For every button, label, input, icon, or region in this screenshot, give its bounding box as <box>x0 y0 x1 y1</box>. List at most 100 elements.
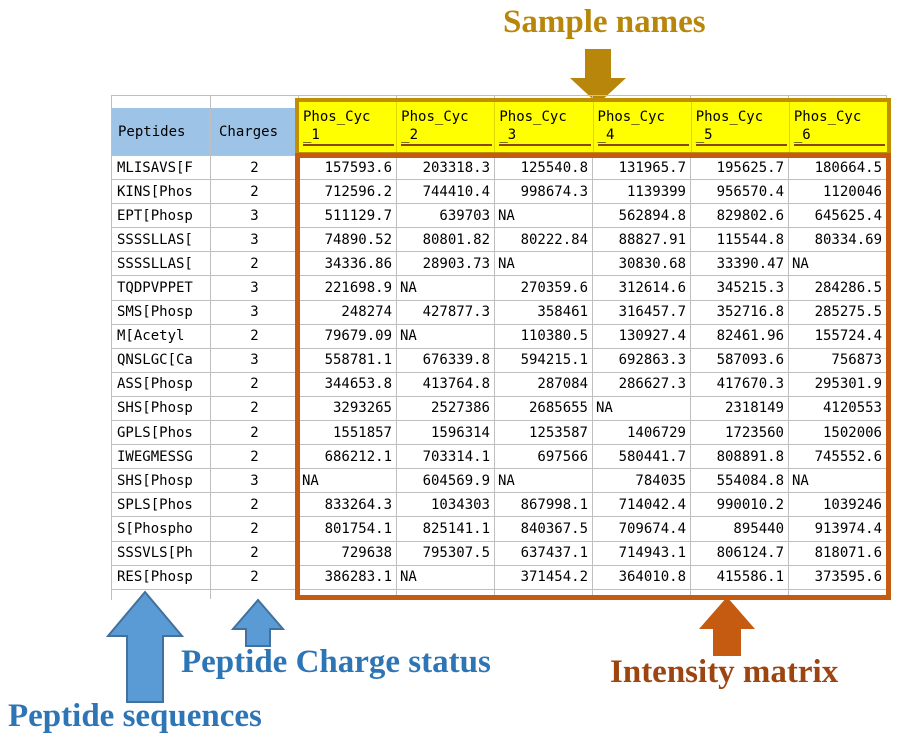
sample-header-cell[interactable]: Phos_Cyc_6 <box>790 102 887 152</box>
charge-cell[interactable]: 2 <box>211 493 299 518</box>
charge-cell[interactable]: 2 <box>211 517 299 542</box>
peptide-cell[interactable]: M[Acetyl <box>112 324 211 349</box>
intensity-cell[interactable]: 373595.6 <box>789 565 887 590</box>
intensity-cell[interactable]: 80222.84 <box>495 228 593 253</box>
peptide-cell[interactable]: IWEGMESSG <box>112 445 211 470</box>
intensity-cell[interactable]: 295301.9 <box>789 372 887 397</box>
charge-cell[interactable]: 2 <box>211 180 299 205</box>
charges-column-header[interactable]: Charges <box>211 108 299 156</box>
intensity-cell[interactable]: 587093.6 <box>691 348 789 373</box>
peptide-cell[interactable]: TQDPVPPET <box>112 276 211 301</box>
intensity-cell[interactable]: 645625.4 <box>789 204 887 229</box>
intensity-cell[interactable]: 358461 <box>495 300 593 325</box>
intensity-cell[interactable]: NA <box>495 469 593 494</box>
intensity-cell[interactable]: NA <box>593 396 691 422</box>
intensity-cell[interactable]: 712596.2 <box>299 180 397 205</box>
peptide-cell[interactable]: SHS[Phosp <box>112 396 211 422</box>
intensity-cell[interactable]: 840367.5 <box>495 517 593 542</box>
peptide-cell[interactable]: ASS[Phosp <box>112 372 211 397</box>
intensity-cell[interactable]: 801754.1 <box>299 517 397 542</box>
intensity-cell[interactable]: 125540.8 <box>495 156 593 181</box>
peptide-cell[interactable]: RES[Phosp <box>112 565 211 590</box>
intensity-cell[interactable]: 248274 <box>299 300 397 325</box>
intensity-cell[interactable]: 637437.1 <box>495 541 593 566</box>
charge-cell[interactable]: 2 <box>211 565 299 590</box>
intensity-cell[interactable]: 286627.3 <box>593 372 691 397</box>
intensity-cell[interactable]: 1253587 <box>495 421 593 446</box>
intensity-cell[interactable]: 284286.5 <box>789 276 887 301</box>
peptide-cell[interactable]: EPT[Phosp <box>112 204 211 229</box>
intensity-cell[interactable]: 352716.8 <box>691 300 789 325</box>
charge-cell[interactable]: 3 <box>211 276 299 301</box>
intensity-cell[interactable]: 82461.96 <box>691 324 789 349</box>
intensity-cell[interactable]: 806124.7 <box>691 541 789 566</box>
intensity-cell[interactable]: 131965.7 <box>593 156 691 181</box>
intensity-cell[interactable]: 744410.4 <box>397 180 495 205</box>
intensity-cell[interactable]: 33390.47 <box>691 252 789 277</box>
sample-header-cell[interactable]: Phos_Cyc_5 <box>692 102 790 152</box>
intensity-cell[interactable]: 221698.9 <box>299 276 397 301</box>
intensity-cell[interactable]: 110380.5 <box>495 324 593 349</box>
peptide-cell[interactable]: MLISAVS[F <box>112 156 211 181</box>
intensity-cell[interactable]: 511129.7 <box>299 204 397 229</box>
charge-cell[interactable]: 3 <box>211 204 299 229</box>
charge-cell[interactable]: 2 <box>211 445 299 470</box>
intensity-cell[interactable]: 285275.5 <box>789 300 887 325</box>
intensity-cell[interactable]: NA <box>397 565 495 590</box>
intensity-cell[interactable]: 604569.9 <box>397 469 495 494</box>
intensity-cell[interactable]: NA <box>495 252 593 277</box>
intensity-cell[interactable]: 714042.4 <box>593 493 691 518</box>
intensity-cell[interactable]: 697566 <box>495 445 593 470</box>
sample-header-cell[interactable]: Phos_Cyc_1 <box>299 102 398 152</box>
intensity-cell[interactable]: 829802.6 <box>691 204 789 229</box>
charge-cell[interactable]: 3 <box>211 348 299 373</box>
intensity-cell[interactable]: NA <box>495 204 593 229</box>
intensity-cell[interactable]: 180664.5 <box>789 156 887 181</box>
intensity-cell[interactable]: 270359.6 <box>495 276 593 301</box>
charge-cell[interactable]: 2 <box>211 396 299 422</box>
intensity-cell[interactable]: NA <box>789 252 887 277</box>
intensity-cell[interactable]: 686212.1 <box>299 445 397 470</box>
intensity-cell[interactable]: NA <box>299 469 397 494</box>
charge-cell[interactable]: 3 <box>211 228 299 253</box>
peptide-cell[interactable]: SSSSLLAS[ <box>112 228 211 253</box>
peptide-cell[interactable]: S[Phospho <box>112 517 211 542</box>
intensity-cell[interactable]: 714943.1 <box>593 541 691 566</box>
intensity-cell[interactable]: 554084.8 <box>691 469 789 494</box>
intensity-cell[interactable]: 639703 <box>397 204 495 229</box>
charge-cell[interactable]: 3 <box>211 469 299 494</box>
intensity-cell[interactable]: 692863.3 <box>593 348 691 373</box>
intensity-cell[interactable]: 990010.2 <box>691 493 789 518</box>
intensity-cell[interactable]: 80334.69 <box>789 228 887 253</box>
intensity-cell[interactable]: 833264.3 <box>299 493 397 518</box>
intensity-cell[interactable]: 115544.8 <box>691 228 789 253</box>
intensity-cell[interactable]: 1502006 <box>789 421 887 446</box>
intensity-cell[interactable]: 203318.3 <box>397 156 495 181</box>
peptide-cell[interactable]: SSSSLLAS[ <box>112 252 211 277</box>
intensity-cell[interactable]: 155724.4 <box>789 324 887 349</box>
peptide-cell[interactable]: SSSVLS[Ph <box>112 541 211 566</box>
intensity-cell[interactable]: 756873 <box>789 348 887 373</box>
intensity-cell[interactable]: 30830.68 <box>593 252 691 277</box>
intensity-cell[interactable]: 312614.6 <box>593 276 691 301</box>
intensity-cell[interactable]: 371454.2 <box>495 565 593 590</box>
intensity-cell[interactable]: 729638 <box>299 541 397 566</box>
intensity-cell[interactable]: 998674.3 <box>495 180 593 205</box>
charge-cell[interactable]: 2 <box>211 372 299 397</box>
peptide-cell[interactable]: SPLS[Phos <box>112 493 211 518</box>
intensity-cell[interactable]: 895440 <box>691 517 789 542</box>
charge-cell[interactable]: 2 <box>211 324 299 349</box>
intensity-cell[interactable]: 88827.91 <box>593 228 691 253</box>
intensity-cell[interactable]: 34336.86 <box>299 252 397 277</box>
charge-cell[interactable]: 2 <box>211 252 299 277</box>
intensity-cell[interactable]: 344653.8 <box>299 372 397 397</box>
intensity-cell[interactable]: 558781.1 <box>299 348 397 373</box>
intensity-cell[interactable]: 74890.52 <box>299 228 397 253</box>
intensity-cell[interactable]: 818071.6 <box>789 541 887 566</box>
intensity-cell[interactable]: NA <box>397 276 495 301</box>
intensity-cell[interactable]: 415586.1 <box>691 565 789 590</box>
intensity-cell[interactable]: 676339.8 <box>397 348 495 373</box>
intensity-cell[interactable]: 784035 <box>593 469 691 494</box>
intensity-cell[interactable]: 80801.82 <box>397 228 495 253</box>
charge-cell[interactable]: 2 <box>211 541 299 566</box>
